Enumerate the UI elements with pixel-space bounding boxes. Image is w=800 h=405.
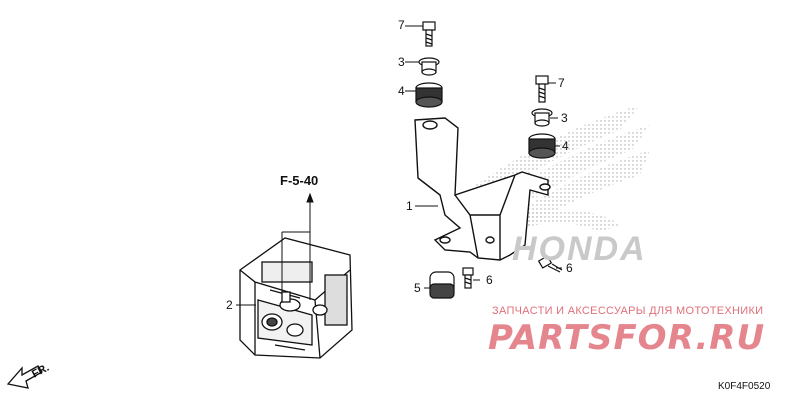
- collar-3-right: [531, 108, 553, 127]
- callout-6-right: 6: [566, 261, 573, 275]
- watermark-tagline: ЗАПЧАСТИ И АКСЕССУАРЫ ДЛЯ МОТОТЕХНИКИ: [492, 305, 764, 317]
- reference-arrows: [281, 192, 314, 300]
- callout-7-right: 7: [558, 76, 565, 90]
- callout-3-upper-left: 3: [398, 55, 405, 69]
- callout-1: 1: [406, 199, 413, 213]
- bolt-7-upper-left: [422, 21, 436, 47]
- bolt-7-right: [535, 75, 549, 103]
- callout-4-right: 4: [562, 139, 569, 153]
- grommet-4-right: [528, 133, 556, 159]
- diagram-code: K0F4F0520: [718, 381, 771, 392]
- leader-lines: [236, 25, 562, 306]
- bolt-6-right: [537, 255, 563, 273]
- callout-6-lower: 6: [486, 273, 493, 287]
- collar-3-upper-left: [418, 57, 440, 76]
- watermark-brand: PARTSFOR.RU: [488, 318, 766, 358]
- callout-5: 5: [414, 281, 421, 295]
- abs-modulator-part-2: [239, 237, 353, 359]
- bolt-6-lower: [462, 267, 474, 289]
- grommet-4-upper-left: [415, 82, 443, 108]
- callout-7-upper-left: 7: [398, 18, 405, 32]
- callout-4-upper-left: 4: [398, 84, 405, 98]
- callout-2: 2: [226, 298, 233, 312]
- background-logo-text: HONDA: [512, 230, 647, 268]
- bracket-part-1: [414, 117, 551, 261]
- page-reference: F-5-40: [280, 173, 319, 188]
- callout-3-right: 3: [561, 111, 568, 125]
- front-direction-arrow: [6, 365, 43, 389]
- grommet-5: [429, 271, 455, 299]
